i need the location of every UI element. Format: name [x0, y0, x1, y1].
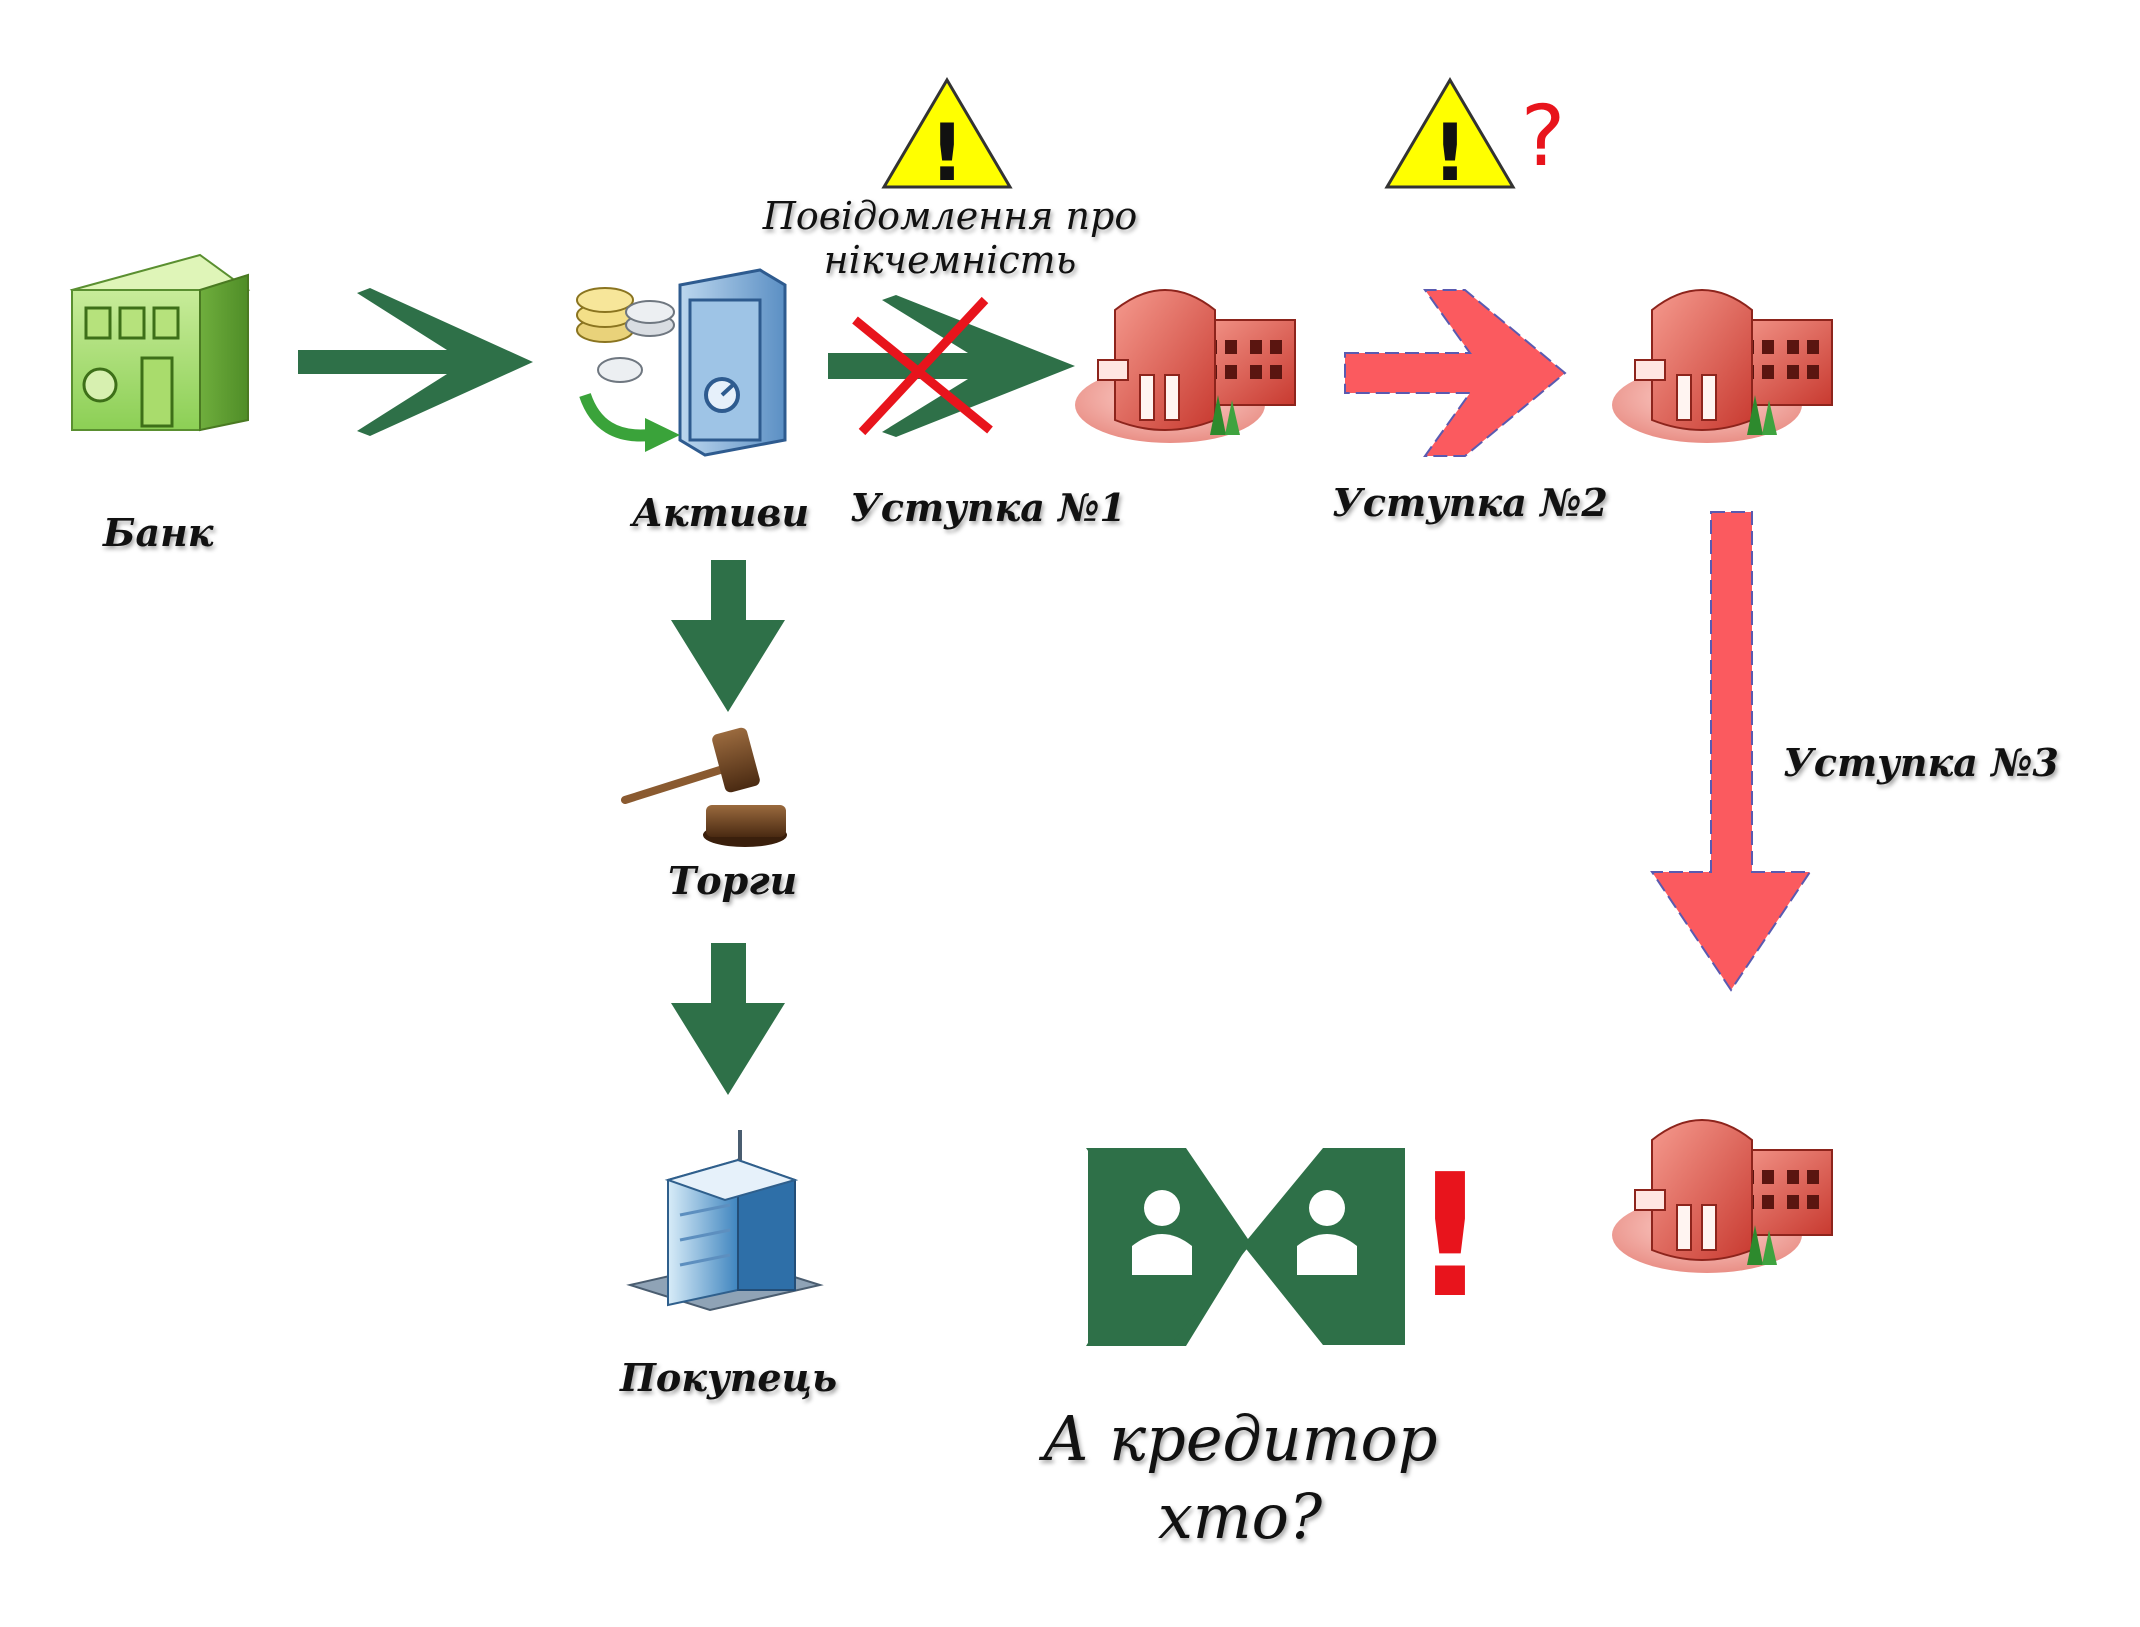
- creditor-conflict-icon: [1086, 1148, 1405, 1346]
- person-icon: [1132, 1190, 1192, 1275]
- office-tower-icon: [626, 1130, 824, 1312]
- company-building-icon: [1611, 1119, 1833, 1274]
- arrow-bank-to-assets: [298, 288, 533, 436]
- arrow-assignment-1: [828, 295, 1075, 437]
- label-assignment-1: Уступка №1: [850, 485, 1126, 530]
- person-icon: [1297, 1190, 1357, 1275]
- company-building-icon: [1611, 289, 1833, 444]
- arrow-assignment-3: [1650, 511, 1812, 992]
- arrow-assets-to-auction: [671, 560, 785, 712]
- assets-safe-icon: [576, 268, 787, 457]
- question-mark: ?: [1521, 87, 1566, 185]
- svg-text:!: !: [1432, 109, 1468, 199]
- exclamation-mark: !: [1411, 1138, 1489, 1336]
- company-building-icon: [1075, 289, 1296, 443]
- warning-icon: !: [1384, 77, 1516, 199]
- label-who-is-creditor: А кредитор хто?: [1042, 1402, 1438, 1553]
- label-assets: Активи: [632, 490, 810, 535]
- warning-icon: !: [881, 77, 1013, 199]
- label-assignment-3: Уступка №3: [1783, 740, 2059, 785]
- arrow-assignment-2: [1344, 289, 1567, 457]
- label-bank: Банк: [103, 510, 214, 555]
- arrow-auction-to-buyer: [671, 943, 785, 1095]
- label-invalidity-notice: Повідомлення про нікчемність: [762, 194, 1138, 282]
- svg-text:!: !: [929, 109, 965, 199]
- cross-mark: [852, 296, 993, 436]
- label-buyer: Покупець: [620, 1355, 838, 1400]
- bank-building-icon: [69, 253, 251, 432]
- label-assignment-2: Уступка №2: [1332, 480, 1608, 525]
- label-auction: Торги: [668, 858, 798, 903]
- gavel-icon: [621, 727, 787, 847]
